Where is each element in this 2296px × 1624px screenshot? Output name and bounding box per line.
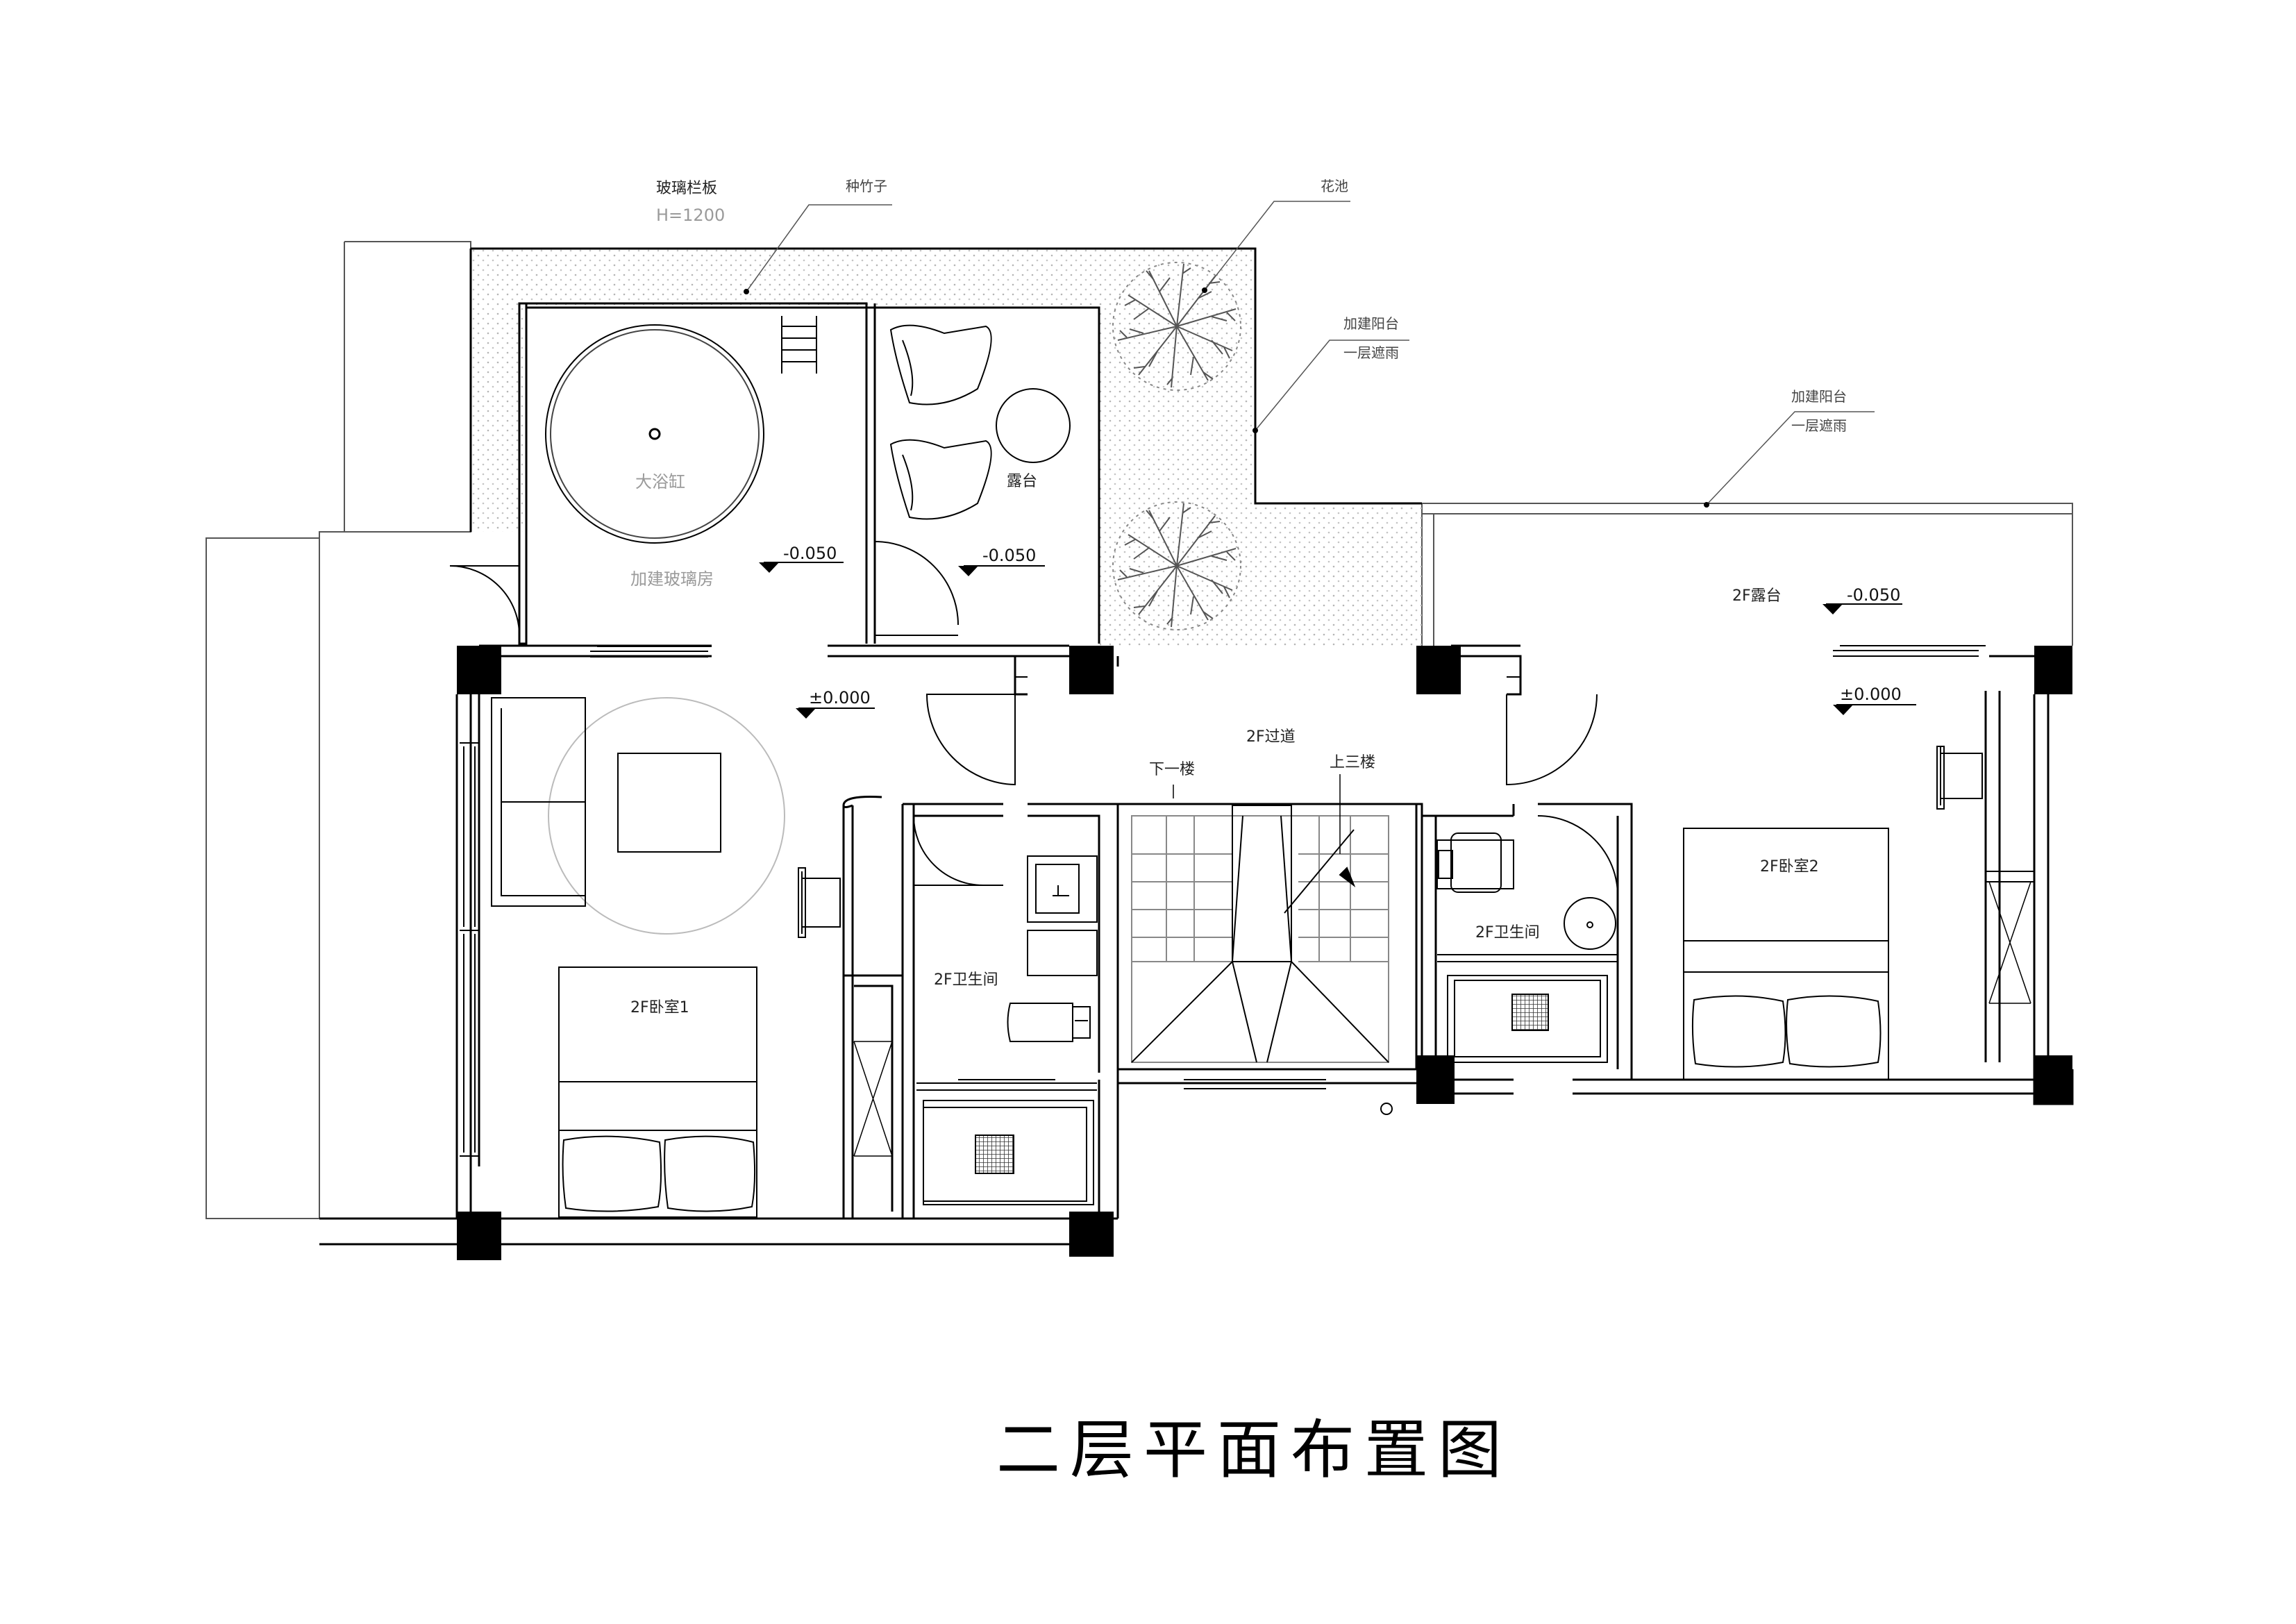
stair-window [1184, 1079, 1393, 1115]
wardrobe-1 [853, 1041, 893, 1157]
glass-rail-height: H=1200 [656, 206, 725, 225]
balcony-note-1-line1: 加建阳台 [1343, 315, 1399, 332]
bedroom1-label: 2F卧室1 [630, 999, 689, 1016]
glass-room-label: 加建玻璃房 [630, 569, 714, 589]
terrace-label: 露台 [1007, 473, 1037, 490]
stairs-up-label: 上三楼 [1330, 754, 1375, 771]
glass-room-doors [449, 541, 959, 636]
corridor-label: 2F过道 [1246, 728, 1296, 746]
level-bedroom1: ±0.000 [809, 688, 871, 708]
stair-labels [1173, 774, 1341, 854]
staircase [1131, 805, 1389, 1063]
west-windows [460, 742, 479, 1157]
balcony-note-2-line1: 加建阳台 [1791, 388, 1847, 405]
bathroom-left-fixtures [913, 815, 1098, 1205]
level-glass-room: -0.050 [783, 544, 837, 563]
floor-drain-left [975, 1135, 1014, 1174]
ladder [781, 316, 817, 374]
lounge-chairs [889, 324, 1071, 520]
bathtub [545, 324, 764, 544]
bathroom-right-label: 2F卫生间 [1475, 924, 1540, 941]
bathroom-right-fixtures [1436, 815, 1618, 1063]
bedroom2-desk-chair [1936, 746, 2034, 882]
balcony-note-2-line2: 一层遮雨 [1791, 417, 1847, 434]
bamboo-label: 种竹子 [846, 178, 887, 194]
structural-columns [457, 646, 2072, 1260]
corridor-doors [925, 676, 1598, 786]
wardrobe-2 [1988, 881, 2031, 1004]
bathtub-label: 大浴缸 [635, 472, 685, 492]
bed2 [1683, 828, 1889, 1080]
planter-label: 花池 [1321, 178, 1348, 194]
bathroom-left-label: 2F卫生间 [934, 971, 998, 989]
bedroom1-lounge [491, 697, 841, 938]
bedroom2-label: 2F卧室2 [1760, 858, 1819, 876]
bed1 [558, 966, 757, 1218]
drawing-title: 二层平面布置图 [996, 1413, 1511, 1487]
level-markers [759, 562, 1853, 719]
main-walls [319, 644, 2074, 1246]
stairs-down-label: 下一楼 [1149, 761, 1195, 778]
level-terrace: -0.050 [982, 546, 1036, 565]
sliding-doors [590, 645, 1986, 658]
level-terrace-2f: -0.050 [1847, 585, 1900, 605]
level-bedroom2: ±0.000 [1840, 685, 1902, 704]
leader-lines [746, 201, 1875, 505]
terrace-2f-label: 2F露台 [1732, 587, 1782, 605]
level-marker-lines [764, 562, 1916, 709]
balcony-note-1-line2: 一层遮雨 [1343, 344, 1399, 361]
floor-drain-right [1511, 994, 1549, 1031]
leader-dots [744, 287, 1709, 508]
glass-rail-label: 玻璃栏板 [656, 180, 717, 197]
